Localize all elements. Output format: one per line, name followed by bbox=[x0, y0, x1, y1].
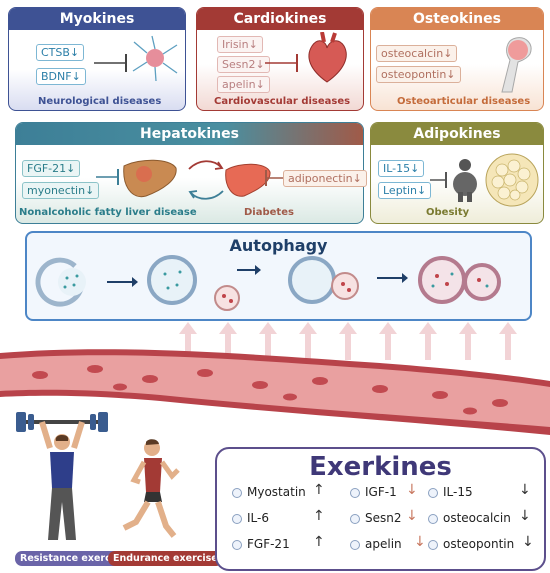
exerkine-il6-arrow: ↑ bbox=[313, 508, 325, 524]
fat-cells-icon bbox=[485, 153, 539, 207]
adipokine-leptin: Leptin↓ bbox=[378, 182, 432, 199]
cardiokine-sesn2: Sesn2↓ bbox=[217, 56, 270, 73]
cardiokine-irisin: Irisin↓ bbox=[217, 36, 263, 53]
hepatokine-myonectin: myonectin↓ bbox=[22, 182, 100, 199]
hepatokines-inhibit-icon bbox=[96, 169, 119, 185]
exerkine-myostatin-arrow: ↑ bbox=[313, 482, 325, 498]
bullet-icon bbox=[232, 487, 242, 498]
hepatokine-fgf21: FGF-21↓ bbox=[22, 160, 81, 177]
cardiokines-inhibit-icon bbox=[265, 54, 298, 72]
endurance-exercise-label: Endurance exercise bbox=[108, 551, 223, 566]
exerkine-fgf21: FGF-21 bbox=[232, 537, 290, 551]
myokine-ctsb: CTSB↓ bbox=[36, 44, 85, 61]
obese-person-icon bbox=[453, 159, 477, 202]
myokines-disease: Neurological diseases bbox=[38, 96, 162, 107]
exerkine-il15-arrow: ↓ bbox=[519, 482, 531, 498]
hepatokines-disease-nafld: Nonalcoholic fatty liver disease bbox=[19, 207, 197, 218]
exerkine-name: IL-6 bbox=[247, 511, 269, 525]
exerkine-name: apelin bbox=[365, 537, 402, 551]
adipokines-inhibit-icon bbox=[430, 172, 447, 188]
exerkine-osteopontin-arrow: ↓ bbox=[522, 534, 534, 550]
exerkine-fgf21-arrow: ↑ bbox=[313, 534, 325, 550]
heart-icon bbox=[308, 32, 347, 83]
fatty-liver-icon bbox=[123, 159, 177, 198]
hepatokine-adiponectin: adiponectin↓ bbox=[283, 170, 367, 187]
weightlifter-figure bbox=[16, 412, 108, 540]
hepatokines-title: Hepatokines bbox=[16, 123, 363, 145]
exerkine-name: IGF-1 bbox=[365, 485, 397, 499]
autophagy-title: Autophagy bbox=[229, 236, 328, 255]
bullet-icon bbox=[428, 487, 438, 498]
exerkines-title: Exerkines bbox=[309, 452, 452, 482]
bullet-icon bbox=[350, 539, 360, 550]
bullet-icon bbox=[428, 539, 438, 550]
exerkine-sesn2: Sesn2 bbox=[350, 511, 402, 525]
autophagy-process-diagram bbox=[35, 255, 501, 311]
exerkine-il15: IL-15 bbox=[428, 485, 473, 499]
adipokine-il15: IL-15↓ bbox=[378, 160, 425, 177]
exerkine-sesn2-arrow: ↓ bbox=[406, 508, 418, 524]
exerkine-il6: IL-6 bbox=[232, 511, 269, 525]
exerkine-name: IL-15 bbox=[443, 485, 473, 499]
hepatokines-disease-diabetes: Diabetes bbox=[244, 207, 294, 218]
exerkine-myostatin: Myostatin bbox=[232, 485, 306, 499]
exerkine-igf1: IGF-1 bbox=[350, 485, 397, 499]
resistance-exercise-label: Resistance exercise bbox=[15, 551, 132, 566]
myokines-title: Myokines bbox=[9, 8, 185, 30]
exerkine-igf1-arrow: ↓ bbox=[406, 482, 418, 498]
bullet-icon bbox=[428, 513, 438, 524]
osteokines-disease: Osteoarticular diseases bbox=[397, 96, 531, 107]
exerkine-name: osteocalcin bbox=[443, 511, 511, 525]
bullet-icon bbox=[232, 539, 242, 550]
exerkine-name: Sesn2 bbox=[365, 511, 402, 525]
osteokine-osteopontin: osteopontin↓ bbox=[376, 66, 461, 83]
cycle-arrows-icon bbox=[188, 160, 224, 200]
runner-figure bbox=[122, 439, 180, 538]
exerkine-name: Myostatin bbox=[247, 485, 306, 499]
exerkine-osteocalcin: osteocalcin bbox=[428, 511, 511, 525]
cardiokine-apelin: apelin↓ bbox=[217, 76, 270, 93]
exerkine-apelin-arrow: ↓ bbox=[414, 534, 426, 550]
neuron-icon bbox=[132, 35, 178, 82]
osteokines-title: Osteokines bbox=[371, 8, 543, 30]
bone-joint-icon bbox=[501, 37, 532, 93]
blood-vessel bbox=[0, 349, 550, 435]
exerkines-panel: Exerkines bbox=[215, 447, 546, 571]
myokine-bdnf: BDNF↓ bbox=[36, 68, 86, 85]
diabetes-inhibit-icon bbox=[265, 170, 286, 186]
upward-arrows bbox=[179, 322, 517, 360]
liver-icon bbox=[225, 163, 271, 197]
myokines-inhibit-icon bbox=[94, 54, 127, 72]
adipokines-disease: Obesity bbox=[426, 207, 470, 218]
cardiokines-title: Cardiokines bbox=[197, 8, 363, 30]
bullet-icon bbox=[350, 513, 360, 524]
exerkine-name: osteopontin bbox=[443, 537, 515, 551]
bullet-icon bbox=[350, 487, 360, 498]
exerkine-name: FGF-21 bbox=[247, 537, 290, 551]
osteokine-osteocalcin: osteocalcin↓ bbox=[376, 45, 458, 62]
adipokines-title: Adipokines bbox=[371, 123, 543, 145]
exerkine-osteopontin: osteopontin bbox=[428, 537, 514, 551]
exerkine-apelin: apelin bbox=[350, 537, 402, 551]
bullet-icon bbox=[232, 513, 242, 524]
cardiokines-disease: Cardiovascular diseases bbox=[214, 96, 351, 107]
exerkine-osteocalcin-arrow: ↓ bbox=[519, 508, 531, 524]
